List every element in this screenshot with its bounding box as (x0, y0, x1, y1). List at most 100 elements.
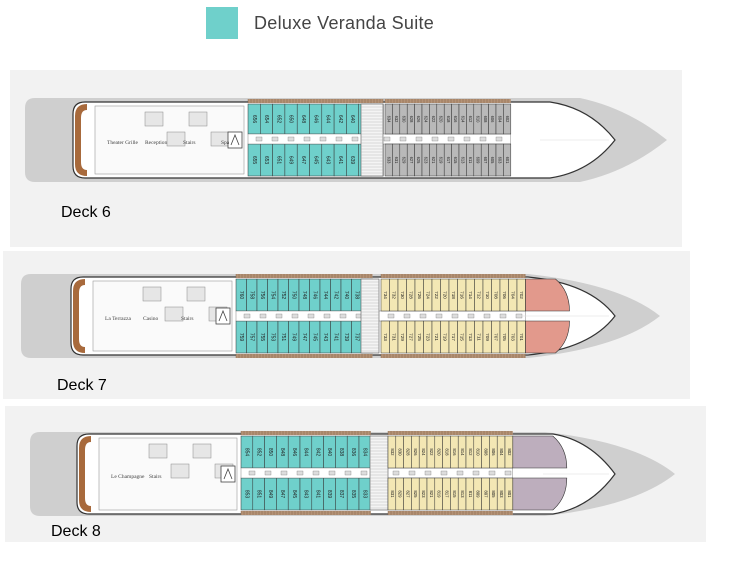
cabin-number: 621 (431, 157, 436, 165)
cabin-number: 728 (409, 291, 414, 299)
balcony-strip (388, 511, 513, 515)
cabin (503, 103, 512, 135)
cabin-number: 704 (511, 291, 516, 299)
corridor-door (424, 470, 432, 476)
cabin-number: 757 (248, 333, 254, 342)
cabin-number: 760 (238, 291, 244, 300)
corridor-door (419, 313, 427, 319)
corridor-door (264, 470, 272, 476)
balcony-strip (241, 431, 371, 435)
cabin-number: 846 (291, 448, 297, 457)
cabin-number: 844 (303, 448, 309, 457)
aft-terrace (79, 436, 91, 512)
cabin-number: 836 (350, 448, 356, 457)
cabin-number: 808 (483, 448, 488, 456)
cabin-number: 821 (429, 490, 434, 498)
cabin-number: 622 (431, 116, 436, 124)
cabin-number: 847 (279, 490, 285, 499)
corridor-door (467, 313, 475, 319)
cabin-number: 610 (475, 116, 480, 124)
cabin-number: 827 (405, 490, 410, 498)
cabin-number: 630 (401, 116, 406, 124)
cabin-number: 804 (499, 448, 504, 456)
cabin-number: 740 (343, 291, 349, 300)
cabin-number: 747 (301, 333, 307, 342)
cabin-number: 608 (483, 116, 488, 124)
deck-7-label: Deck 7 (57, 377, 107, 394)
cabin-number: 627 (409, 157, 414, 165)
cabin-number: 641 (337, 156, 343, 165)
room-block (148, 443, 168, 459)
cabin-number: 803 (499, 490, 504, 498)
cabin-number: 628 (409, 116, 414, 124)
cabin-number: 730 (400, 291, 405, 299)
corridor-door (248, 470, 256, 476)
cabin-number: 820 (437, 448, 442, 456)
area-label: Stairs (149, 474, 162, 480)
cabin-number: 615 (453, 157, 458, 165)
cabin-number: 843 (303, 490, 309, 499)
corridor-door (255, 136, 263, 142)
area-label: Stairs (183, 140, 196, 146)
cabin-number: 711 (477, 333, 482, 341)
cabin-number: 814 (460, 448, 465, 456)
corridor-door (280, 470, 288, 476)
balcony-strip (248, 99, 384, 103)
cabin-number: 816 (452, 448, 457, 456)
cabin-number: 648 (300, 115, 306, 124)
corridor-door (271, 136, 279, 142)
cabin-number: 703 (511, 333, 516, 341)
cabin-number: 616 (453, 116, 458, 124)
balcony-strip (388, 431, 513, 435)
room-block (170, 463, 190, 479)
cabin-number: 807 (483, 490, 488, 498)
corridor-door (351, 136, 359, 142)
cabin-number: 830 (398, 448, 403, 456)
cabin-number: 819 (437, 490, 442, 498)
cabin-number: 702 (519, 291, 524, 299)
cabin-number: 701 (519, 333, 524, 341)
cabin-number: 755 (259, 333, 265, 342)
cabin-number: 650 (288, 115, 294, 124)
cabin-number: 639 (349, 156, 355, 165)
cabin-number: 613 (461, 157, 466, 165)
cabin-number: 839 (326, 490, 332, 499)
deck-8-label: Deck 8 (51, 523, 101, 540)
area-label: Le Champagne (111, 474, 145, 480)
cabin-number: 848 (279, 448, 285, 457)
cabin-number: 745 (311, 333, 317, 342)
cabin-number: 722 (434, 291, 439, 299)
cabin-number: 834 (362, 448, 368, 457)
cabin-number: 734 (383, 291, 388, 299)
corridor-door (243, 313, 251, 319)
cabin-number: 853 (244, 490, 250, 499)
corridor-door (451, 313, 459, 319)
aft-terrace (73, 279, 85, 353)
cabin-number: 845 (291, 490, 297, 499)
corridor-door (296, 470, 304, 476)
balcony-strip (381, 354, 526, 358)
corridor-door (408, 470, 416, 476)
cabin-number: 759 (238, 333, 244, 342)
cabin-number: 624 (424, 116, 429, 124)
corridor-door (403, 313, 411, 319)
cabin-number: 753 (269, 333, 275, 342)
cabin-number: 801 (507, 490, 512, 498)
cabin-number: 746 (311, 291, 317, 300)
cabin-number: 649 (288, 156, 294, 165)
cabin-number: 655 (251, 156, 257, 165)
cabin-number: 625 (416, 157, 421, 165)
balcony-strip (381, 274, 526, 278)
cabin-number: 717 (451, 333, 456, 341)
cabin-number: 715 (460, 333, 465, 341)
corridor-door (307, 313, 315, 319)
cabin-number: 802 (507, 448, 512, 456)
cabin (503, 143, 512, 177)
corridor-door (463, 136, 471, 142)
cabin-number: 619 (438, 157, 443, 165)
